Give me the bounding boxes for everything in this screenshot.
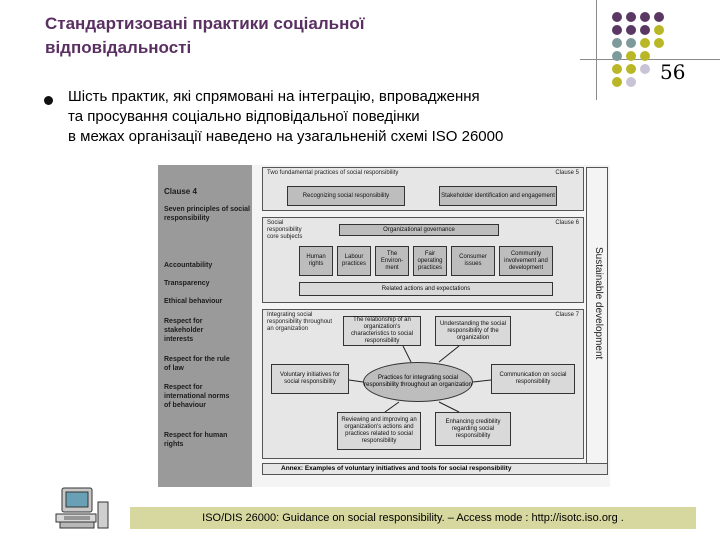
decor-dot (612, 38, 622, 48)
core-subject-box: Consumer issues (451, 246, 495, 276)
decor-dot-grid (602, 10, 714, 90)
iso26000-diagram: Clause 4 Seven principles of social resp… (158, 165, 610, 487)
clause5-box-recognizing: Recognizing social responsibility (287, 186, 405, 206)
core-subject-box: Labour practices (337, 246, 371, 276)
clause5-title: Two fundamental practices of social resp… (267, 170, 398, 177)
bullet-text: Шість практик, які спрямовані на інтегра… (68, 87, 658, 147)
sustainable-development-label: Sustainable development (590, 247, 606, 397)
annex-box: Annex: Examples of voluntary initiatives… (262, 463, 608, 475)
sidebar-item: Respect for the rule of law (164, 355, 234, 373)
bullet-dot-icon (44, 96, 53, 105)
decor-dot (626, 51, 636, 61)
decor-dot (612, 64, 622, 74)
sidebar-item: Respect for international norms of behav… (164, 383, 234, 410)
decor-dot (626, 12, 636, 22)
clause7-arrows (263, 310, 583, 458)
bullet-line3: в межах організації наведено на узагальн… (68, 127, 658, 147)
source-footer: ISO/DIS 26000: Guidance on social respon… (130, 507, 696, 529)
sidebar-item: Accountability (164, 261, 250, 270)
sidebar-item: Respect for stakeholder interests (164, 317, 234, 344)
clause5-box-stakeholder: Stakeholder identification and engagemen… (439, 186, 557, 206)
clause6-panel: Social responsibility core subjects Clau… (262, 217, 584, 303)
clause5-tag: Clause 5 (555, 170, 579, 176)
decor-dot (640, 12, 650, 22)
slide-title: Стандартизовані практики соціальної відп… (45, 12, 515, 60)
bullet-line1: Шість практик, які спрямовані на інтегра… (68, 87, 658, 107)
sidebar-item: Respect for human rights (164, 431, 234, 449)
decor-dot (612, 12, 622, 22)
diagram-sidebar: Clause 4 Seven principles of social resp… (158, 165, 252, 487)
computer-icon (52, 484, 112, 530)
decor-dot (612, 77, 622, 87)
core-subject-box: Fair operating practices (413, 246, 447, 276)
clause6-tag: Clause 6 (555, 220, 579, 226)
decor-dot (640, 38, 650, 48)
decor-dot (654, 38, 664, 48)
bullet-line2: та просування соціально відповідальної п… (68, 107, 658, 127)
core-subject-box: Human rights (299, 246, 333, 276)
slide-title-line2: відповідальності (45, 36, 515, 60)
decor-dot (626, 77, 636, 87)
core-subject-box: The Environ-ment (375, 246, 409, 276)
decor-dot (654, 25, 664, 35)
decor-dot (626, 38, 636, 48)
decor-dot (626, 25, 636, 35)
sidebar-item: Transparency (164, 279, 250, 288)
sidebar-principles-heading: Seven principles of social responsibilit… (164, 205, 250, 223)
core-subject-box: Community involvement and development (499, 246, 553, 276)
slide-number: 56 (660, 60, 685, 84)
decor-dot (640, 51, 650, 61)
decor-dot (612, 51, 622, 61)
decor-dot (640, 25, 650, 35)
slide-title-line1: Стандартизовані практики соціальної (45, 12, 515, 36)
clause5-panel: Two fundamental practices of social resp… (262, 167, 584, 211)
clause6-title: Social responsibility core subjects (267, 220, 311, 241)
clause6-related: Related actions and expectations (299, 282, 553, 296)
clause6-governance: Organizational governance (339, 224, 499, 236)
decor-dot (612, 25, 622, 35)
sidebar-clause: Clause 4 (164, 187, 250, 196)
clause7-panel: Integrating social responsibility throug… (262, 309, 584, 459)
sustainable-development-text: Sustainable development (593, 247, 604, 359)
decor-dot (640, 64, 650, 74)
decor-dot (626, 64, 636, 74)
decor-dot (654, 12, 664, 22)
decor-vertical-line (596, 0, 597, 100)
sidebar-item: Ethical behaviour (164, 297, 250, 306)
